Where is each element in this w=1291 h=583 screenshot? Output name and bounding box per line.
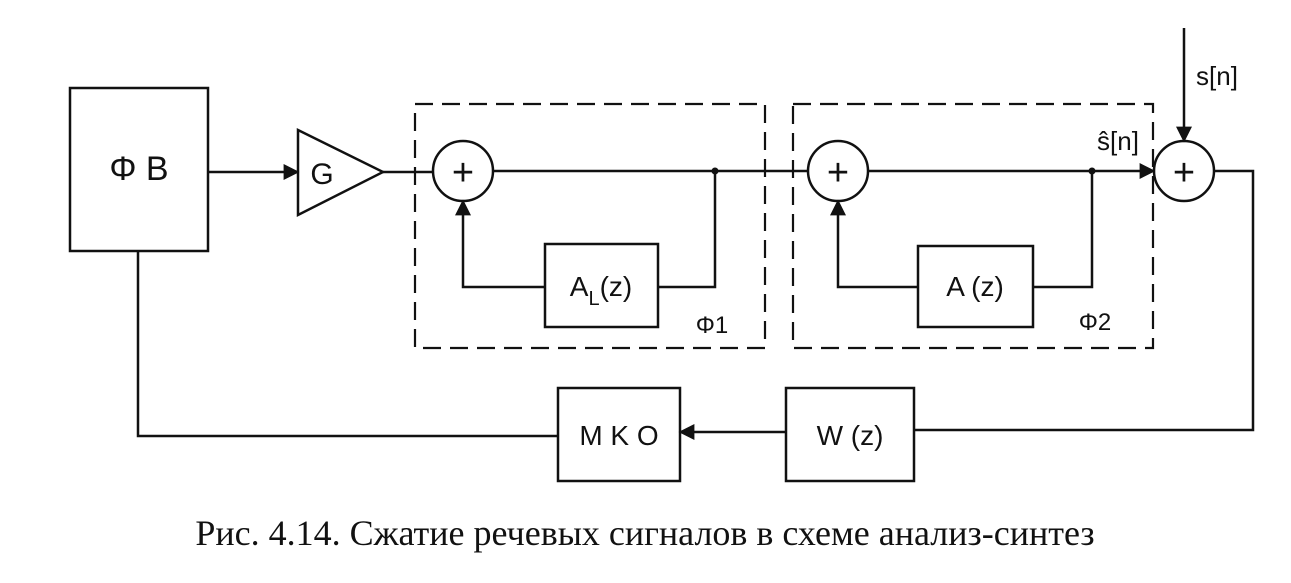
- w-filter-label: W (z): [817, 420, 884, 451]
- adder3-to-w-line: [914, 169, 1255, 432]
- adder-3: +: [1152, 139, 1216, 203]
- adder-1: +: [431, 139, 495, 203]
- adder-2: +: [806, 139, 870, 203]
- w-filter-block: W (z): [784, 386, 916, 483]
- al-subscript: L: [588, 288, 599, 310]
- group-phi2: Φ2: [791, 102, 1155, 350]
- gain-label: G: [310, 158, 333, 191]
- al-feedback-in-line: [658, 171, 717, 289]
- al-tail: (z): [600, 271, 633, 302]
- connections: [136, 28, 1255, 440]
- a-filter-label: A (z): [946, 271, 1004, 302]
- al-filter-label: AL(z): [570, 271, 632, 310]
- junction-dot-2: [1088, 167, 1096, 175]
- junction-dot-1: [711, 167, 719, 175]
- fv-block: Φ B: [68, 86, 210, 253]
- adder-2-symbol: +: [827, 152, 849, 194]
- al-main: A: [570, 271, 589, 302]
- figure-caption: Рис. 4.14. Сжатие речевых сигналов в схе…: [195, 513, 1094, 553]
- gain-block: G: [296, 127, 386, 218]
- group-phi1-label: Φ1: [696, 312, 729, 339]
- group-phi2-label: Φ2: [1079, 309, 1112, 336]
- mko-block: M K O: [556, 386, 682, 483]
- a-filter-block: A (z): [916, 244, 1035, 329]
- mko-to-fv-line: [136, 251, 558, 438]
- signal-sn-hat-label: ŝ[n]: [1097, 126, 1139, 156]
- a-feedback-out-arrow: [830, 199, 918, 289]
- fv-label: Φ B: [109, 150, 168, 188]
- al-filter-block: AL(z): [543, 242, 660, 329]
- a-feedback-in-line: [1033, 171, 1094, 289]
- adder-3-symbol: +: [1173, 152, 1195, 194]
- mko-label: M K O: [579, 420, 658, 451]
- signal-sn-label: s[n]: [1196, 61, 1238, 91]
- al-feedback-out-arrow: [455, 199, 545, 289]
- group-phi1: Φ1: [413, 102, 767, 350]
- adder-1-symbol: +: [452, 152, 474, 194]
